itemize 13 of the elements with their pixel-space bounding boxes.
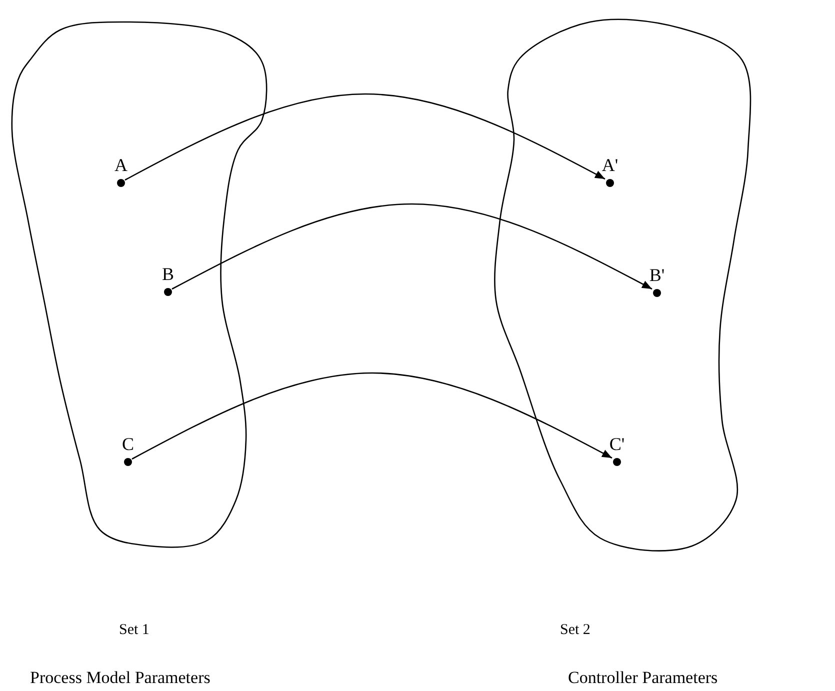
point-label: A' <box>600 155 620 175</box>
arrow <box>124 93 606 181</box>
set-caption: Controller Parameters <box>568 668 718 688</box>
point-label: C <box>120 434 135 454</box>
set-caption: Set 1 <box>119 622 150 639</box>
arrow <box>172 203 652 290</box>
set-caption: Set 2 <box>560 622 590 639</box>
point-label: A <box>114 155 128 175</box>
point-label: B <box>160 264 175 284</box>
point-label: C' <box>608 434 626 454</box>
set-caption: Process Model Parameters <box>30 668 210 688</box>
arrow <box>132 372 612 460</box>
point-label: B' <box>648 265 666 285</box>
